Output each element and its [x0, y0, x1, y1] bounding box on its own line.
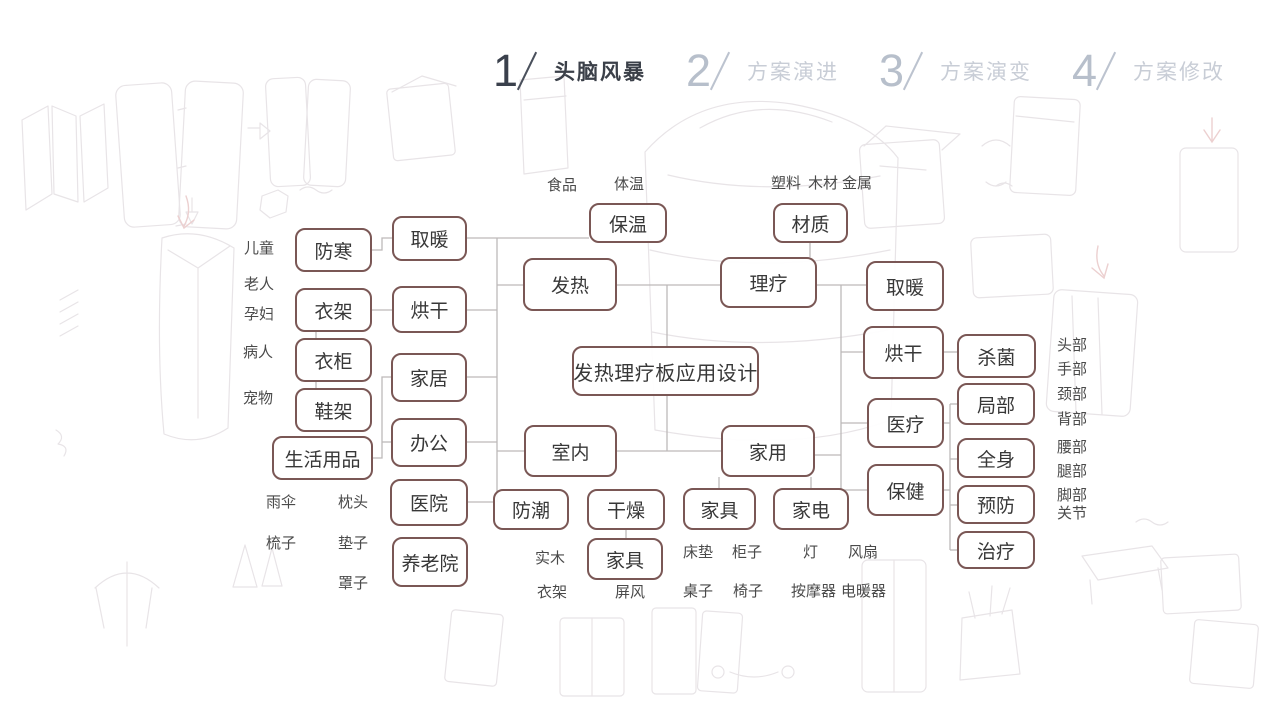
- mindmap-center-node: 发热理疗板应用设计: [572, 346, 759, 396]
- mindmap-text-label: 体温: [614, 176, 645, 193]
- mindmap-node: 理疗: [720, 257, 817, 308]
- mindmap-node: 医院: [390, 479, 468, 526]
- mindmap-text-label: 实木: [535, 550, 566, 567]
- mindmap-text-label: 病人: [243, 344, 274, 361]
- mindmap-text-label: 床垫: [683, 544, 714, 561]
- mindmap-text-label: 金属: [842, 175, 873, 192]
- mindmap-text-label: 腰部: [1057, 439, 1088, 456]
- mindmap-text-label: 腿部: [1057, 463, 1088, 480]
- step-number: 3: [879, 45, 905, 96]
- mindmap-node: 烘干: [863, 326, 944, 379]
- mindmap-node: 防潮: [493, 489, 569, 530]
- step-label: 方案修改: [1133, 60, 1226, 84]
- step-label: 方案演进: [747, 60, 840, 84]
- mindmap-node: 衣柜: [295, 338, 372, 382]
- mindmap-node: 防寒: [295, 228, 372, 272]
- step-slash-icon: [709, 51, 731, 90]
- mindmap-text-label: 头部: [1057, 337, 1088, 354]
- mindmap-node: 家用: [721, 425, 815, 477]
- mindmap-node: 发热: [523, 258, 617, 311]
- mindmap-node: 杀菌: [957, 334, 1036, 378]
- sketch-folding-screen: [21, 103, 109, 211]
- mindmap-text-label: 木材: [808, 175, 839, 192]
- mindmap-node: 预防: [957, 485, 1035, 524]
- mindmap-node: 保温: [589, 203, 667, 243]
- mindmap-text-label: 电暖器: [841, 583, 887, 600]
- mindmap-node: 办公: [391, 418, 467, 467]
- mindmap-text-label: 罩子: [338, 575, 369, 592]
- mindmap-node: 生活用品: [272, 436, 373, 480]
- step-slash-icon: [902, 51, 924, 90]
- step-label: 方案演变: [940, 60, 1033, 84]
- mindmap-node: 衣架: [295, 288, 372, 332]
- mindmap-text-label: 关节: [1057, 505, 1088, 522]
- mindmap-text-label: 屏风: [615, 584, 646, 601]
- mindmap-text-label: 椅子: [733, 583, 764, 600]
- sketch-pink-arrow: [1203, 117, 1221, 144]
- sketch-case-door: [115, 82, 181, 228]
- mindmap-node: 家具: [587, 538, 663, 580]
- mindmap-node: 烘干: [392, 286, 467, 333]
- mindmap-text-label: 枕头: [338, 494, 369, 511]
- header-step-2[interactable]: 2 方案演进: [686, 48, 839, 93]
- mindmap-text-label: 风扇: [848, 544, 879, 561]
- mindmap-text-label: 宠物: [243, 390, 274, 407]
- header-step-4[interactable]: 4 方案修改: [1072, 48, 1225, 93]
- mindmap-text-label: 脚部: [1057, 487, 1088, 504]
- mindmap-text-label: 梳子: [266, 535, 297, 552]
- mindmap-node: 家居: [391, 353, 467, 402]
- mindmap-text-label: 背部: [1057, 411, 1088, 428]
- mindmap-text-label: 食品: [547, 177, 578, 194]
- mindmap-node: 家电: [773, 488, 849, 530]
- mindmap-text-label: 衣架: [537, 584, 568, 601]
- mindmap-node: 养老院: [392, 537, 468, 587]
- mindmap-node: 全身: [957, 438, 1035, 478]
- mindmap-text-label: 垫子: [338, 535, 369, 552]
- mindmap-node: 家具: [683, 488, 756, 530]
- mindmap-text-label: 柜子: [732, 544, 763, 561]
- mindmap-text-label: 儿童: [244, 240, 275, 257]
- mindmap-text-label: 孕妇: [244, 306, 275, 323]
- step-number: 1: [493, 45, 519, 96]
- sketch-pink-arrow: [1091, 245, 1109, 280]
- mindmap-node: 医疗: [867, 398, 944, 448]
- connector-line: [373, 376, 391, 459]
- mindmap-node: 取暖: [866, 261, 944, 311]
- step-label: 头脑风暴: [554, 60, 647, 84]
- header-step-1[interactable]: 1 头脑风暴: [493, 48, 646, 93]
- mindmap-node: 治疗: [957, 531, 1035, 569]
- mindmap-text-label: 手部: [1057, 361, 1088, 378]
- mindmap-text-label: 老人: [244, 276, 275, 293]
- step-slash-icon: [1095, 51, 1117, 90]
- mindmap-text-label: 塑料: [771, 175, 802, 192]
- connector-line: [372, 237, 392, 251]
- sketch-case-door: [178, 80, 244, 230]
- mindmap-node: 鞋架: [295, 388, 372, 432]
- mindmap-node: 室内: [524, 425, 617, 477]
- mindmap-node: 材质: [773, 203, 848, 243]
- mindmap-node: 局部: [957, 383, 1035, 425]
- mindmap-text-label: 灯: [803, 544, 819, 561]
- step-number: 2: [686, 45, 712, 96]
- mindmap-node: 保健: [867, 464, 944, 516]
- step-number: 4: [1072, 45, 1098, 96]
- mindmap-node: 干燥: [587, 489, 665, 530]
- step-slash-icon: [516, 51, 538, 90]
- sketch-pink-arrow: [177, 195, 195, 230]
- mindmap-text-label: 颈部: [1057, 386, 1088, 403]
- mindmap-text-label: 雨伞: [266, 494, 297, 511]
- mindmap-text-label: 按摩器: [791, 583, 837, 600]
- mindmap-node: 取暖: [392, 216, 467, 261]
- sketch-frame-case: [158, 233, 235, 441]
- mindmap-text-label: 桌子: [683, 583, 714, 600]
- header-step-3[interactable]: 3 方案演变: [879, 48, 1032, 93]
